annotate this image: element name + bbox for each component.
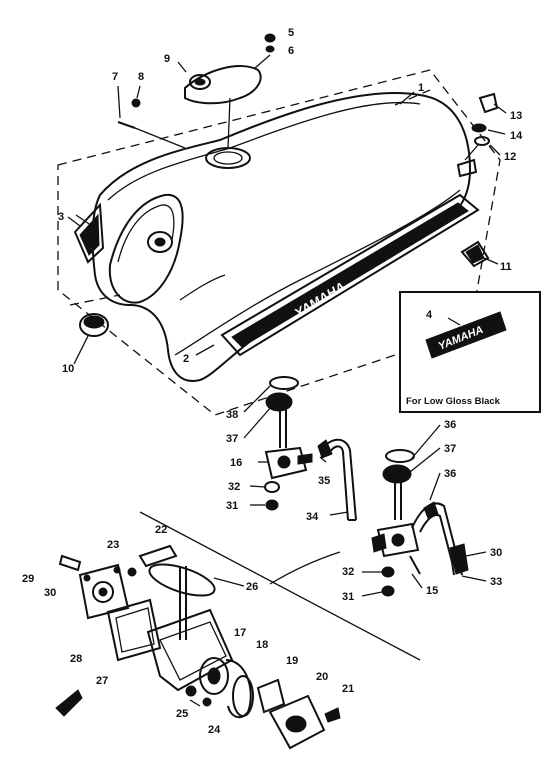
callout-30: 30 [44, 587, 56, 599]
left-fuel-cock-assembly [264, 376, 357, 521]
callout-17: 17 [234, 627, 246, 639]
callout-13: 13 [510, 110, 522, 122]
callout-16: 16 [230, 457, 242, 469]
callout-32-right: 32 [342, 566, 354, 578]
side-panel-part [73, 202, 105, 264]
fuel-cap-10 [79, 313, 109, 337]
callout-15-right: 15 [426, 585, 438, 597]
right-fuel-cock-assembly [371, 449, 469, 597]
callout-28: 28 [70, 653, 82, 665]
callout-33: 33 [490, 576, 502, 588]
callout-31-right: 31 [342, 591, 354, 603]
callout-20: 20 [316, 671, 328, 683]
callout-22: 22 [155, 524, 167, 536]
callout-10: 10 [62, 363, 74, 375]
callout-35: 35 [318, 475, 330, 487]
mount-bolt-12-13-14 [464, 92, 499, 161]
low-gloss-black-inset: YAMAHA For Low Gloss Black [399, 291, 541, 413]
callout-14: 14 [510, 130, 523, 142]
callout-38-left: 38 [226, 409, 238, 421]
callout-19: 19 [286, 655, 298, 667]
callout-4: 4 [426, 309, 433, 321]
callout-32-left: 32 [228, 481, 240, 493]
callout-2: 2 [183, 353, 189, 365]
filler-cap-cover [184, 65, 262, 149]
callout-7: 7 [112, 71, 118, 83]
callout-26: 26 [246, 581, 258, 593]
callout-5: 5 [288, 27, 294, 39]
callout-36-upper: 36 [444, 419, 456, 431]
callout-37-right: 37 [444, 443, 456, 455]
callout-24: 24 [208, 724, 221, 736]
callout-23: 23 [107, 539, 119, 551]
callout-25: 25 [176, 708, 188, 720]
callout-31-left: 31 [226, 500, 238, 512]
callout-29: 29 [22, 573, 34, 585]
callout-36-lower: 36 [444, 468, 456, 480]
callout-21: 21 [342, 683, 354, 695]
fuel-pump-assembly [55, 511, 421, 750]
bolt-7-washer-8 [117, 85, 186, 149]
fuel-tank: YAMAHA [91, 92, 480, 382]
callout-34: 34 [306, 511, 319, 523]
inset-caption: For Low Gloss Black [406, 396, 501, 407]
rubber-damper-11 [460, 240, 490, 268]
callout-27: 27 [96, 675, 108, 687]
callout-9: 9 [164, 53, 170, 65]
callout-6: 6 [288, 45, 294, 57]
callout-30-right: 30 [490, 547, 502, 559]
callout-18: 18 [256, 639, 268, 651]
callout-37-left: 37 [226, 433, 238, 445]
callout-8: 8 [138, 71, 144, 83]
callout-12: 12 [504, 151, 516, 163]
callout-labels: 1 2 3 4 5 6 7 8 9 10 11 12 13 14 15 16 1… [22, 27, 523, 736]
callout-3: 3 [58, 211, 64, 223]
callout-11: 11 [500, 261, 512, 273]
callout-1: 1 [418, 82, 424, 94]
leader-lines [67, 61, 507, 597]
washer-nut-5-6 [254, 33, 276, 69]
